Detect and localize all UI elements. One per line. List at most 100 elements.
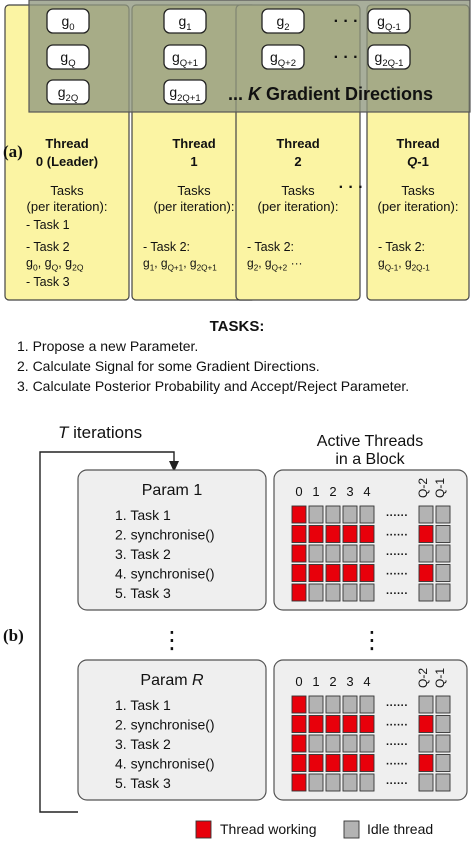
thread-cell-idle [435, 564, 451, 582]
grid-vertical-ellipsis: ⋮ [360, 627, 384, 654]
thread-cell-working [418, 754, 434, 772]
thread-cell-working [325, 525, 341, 543]
iterations-label: T iterations [58, 423, 142, 442]
thread-title: Thread [396, 136, 439, 151]
thread-cell-idle [435, 734, 451, 753]
thread-cell-working [325, 564, 341, 582]
thread-cell-working [342, 715, 358, 733]
legend-idle-swatch [343, 820, 360, 839]
param-step: 5. Task 3 [115, 775, 171, 791]
thread-cell-idle [418, 773, 434, 792]
gradient-label: g2​ [276, 13, 289, 33]
thread-cell-idle [435, 544, 451, 563]
gradient-box [261, 44, 305, 70]
gradient-label: gQ+2​ [270, 49, 296, 69]
thread-cell-working [308, 754, 324, 772]
thread-cell-working [342, 564, 358, 582]
legend-working-swatch [195, 820, 212, 839]
thread-cell-idle [435, 505, 451, 524]
gradient-label: g1​ [178, 13, 191, 33]
gradient-box [163, 79, 207, 105]
panel-b-label: (b) [3, 626, 24, 645]
panel-a-label: (a) [3, 142, 23, 161]
param-title-prefix: Param [140, 672, 192, 689]
thread-col-label: 1 [312, 484, 319, 499]
thread-cell-working [359, 525, 375, 543]
thread-cell-idle [418, 734, 434, 753]
thread-row-dots: ······ [386, 569, 408, 581]
thread-task-2: - Task 2: [378, 240, 425, 254]
math-base: g [61, 13, 69, 29]
thread-cell-idle [308, 544, 324, 563]
panel-b: Param 11. Task 12. synchronise()3. Task … [39, 451, 468, 839]
gradient-box [46, 8, 90, 34]
thread-cell-idle [342, 583, 358, 602]
math-subscript: 2Q+1 [197, 263, 218, 272]
thread-cell-idle [418, 544, 434, 563]
math-base: g [58, 84, 66, 100]
tasks-subtitle: (per iteration): [378, 199, 459, 214]
math-subscript: Q [52, 263, 59, 273]
thread-index-var: Q [407, 154, 417, 169]
math-base: g [375, 49, 383, 65]
math-subscript: Q+2 [278, 58, 296, 69]
tasks-subtitle: (per iteration): [27, 199, 108, 214]
thread-cell-working [418, 564, 434, 582]
active-threads-title-line2: in a Block [335, 451, 405, 468]
thread-cell-idle [435, 754, 451, 772]
math-base: g [169, 84, 177, 100]
thread-cell-working [291, 715, 307, 733]
thread-cell-idle [325, 505, 341, 524]
thread-cell-working [291, 564, 307, 582]
math-subscript: 1 [150, 263, 155, 272]
thread-title: Thread [172, 136, 215, 151]
thread-col-label: 0 [295, 674, 302, 689]
thread-cell-idle [359, 773, 375, 792]
math-subscript: Q-1 [385, 22, 401, 33]
legend-idle-label: Idle thread [367, 821, 433, 837]
thread-index: Q-1 [407, 154, 429, 169]
thread-cell-working [308, 564, 324, 582]
math-subscript: 2Q+1 [177, 93, 201, 104]
thread-task-2-list: g2​, gQ+2​ ··· [247, 256, 303, 272]
param-title-var: 1 [193, 482, 202, 499]
math-base: g [378, 256, 385, 270]
thread-cell-idle [359, 505, 375, 524]
param-title-var: R [192, 672, 204, 689]
thread-col-label: 4 [363, 484, 370, 499]
math-base: , g [58, 256, 72, 270]
panel-a-gradient-band: g0​gQ​g2Q​g1​gQ+1​g2Q+1​g2​gQ+2​gQ-1​g2Q… [28, 0, 471, 113]
thread-cell-working [291, 544, 307, 563]
thread-cell-idle [342, 695, 358, 714]
math-base: g [60, 49, 68, 65]
thread-cell-idle [359, 695, 375, 714]
thread-cell-working [291, 754, 307, 772]
tasks-heading: TASKS: [210, 318, 265, 335]
thread-cell-idle [418, 583, 434, 602]
thread-cell-idle [342, 505, 358, 524]
math-subscript: Q+2 [272, 263, 288, 272]
param-box [77, 469, 267, 611]
active-threads-title-line1: Active Threads [317, 433, 423, 450]
math-base: g [172, 49, 180, 65]
gradient-box [46, 44, 90, 70]
tasks-title: Tasks [177, 183, 211, 198]
thread-cell-working [291, 505, 307, 524]
thread-row-dots: ······ [386, 530, 408, 542]
math-base: , g [154, 256, 167, 270]
thread-cell-idle [418, 505, 434, 524]
thread-index-rest: -1 [417, 154, 429, 169]
thread-task-2: - Task 2: [247, 240, 294, 254]
tasks-title: Tasks [281, 183, 315, 198]
thread-cell-idle [359, 544, 375, 563]
gradient-box [46, 79, 90, 105]
caption-k: K [248, 84, 263, 104]
gradient-label: gQ-1​ [377, 13, 401, 33]
thread-col-label: 1 [312, 674, 319, 689]
iterations-text: iterations [68, 423, 142, 442]
thread-col-label: 2 [329, 484, 336, 499]
thread-task-2: - Task 2: [143, 240, 190, 254]
thread-col-label-rot: Q-1 [433, 668, 447, 688]
thread-task-tail: ··· [287, 256, 302, 270]
